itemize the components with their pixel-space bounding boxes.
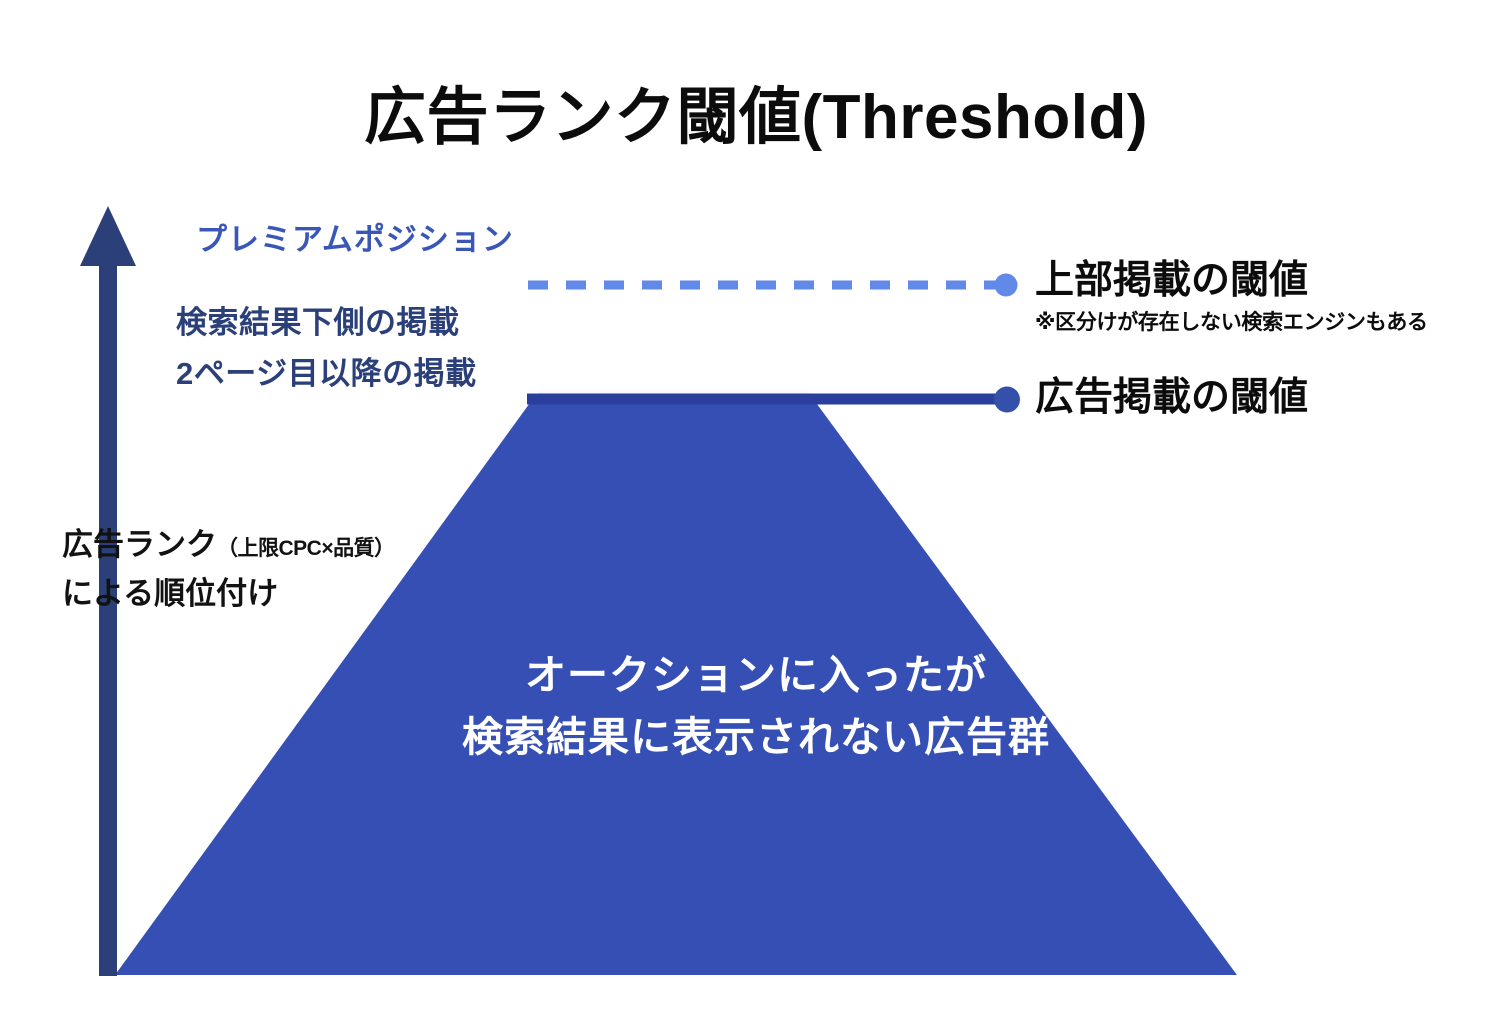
axis-caption: 広告ランク（上限CPC×品質） による順位付け [62, 524, 395, 616]
legend-upper-threshold-title: 上部掲載の閾値 [1035, 259, 1309, 302]
legend-upper-threshold: 上部掲載の閾値 ※区分けが存在しない検索エンジンもある [1035, 259, 1428, 336]
label-lower-line2: 2ページ目以降の掲載 [176, 355, 477, 391]
axis-caption-line2: による順位付け [62, 575, 279, 611]
dot-light-blue-icon [994, 273, 1018, 297]
dot-dark-blue-icon [994, 386, 1020, 413]
up-arrow-icon [80, 206, 136, 976]
legend-upper-threshold-note: ※区分けが存在しない検索エンジンもある [1035, 311, 1428, 335]
axis-caption-note: （上限CPC×品質） [217, 537, 395, 560]
label-lower-line1: 検索結果下側の掲載 [176, 305, 460, 340]
label-premium-position: プレミアムポジション [196, 222, 514, 257]
legend-ad-threshold-title: 広告掲載の閾値 [1035, 376, 1309, 419]
page-title: 広告ランク閾値(Threshold) [364, 83, 1148, 152]
label-lower-placements: 検索結果下側の掲載 2ページ目以降の掲載 [176, 303, 477, 395]
legend-ad-threshold: 広告掲載の閾値 [1035, 376, 1309, 419]
axis-caption-main: 広告ランク [62, 527, 217, 562]
